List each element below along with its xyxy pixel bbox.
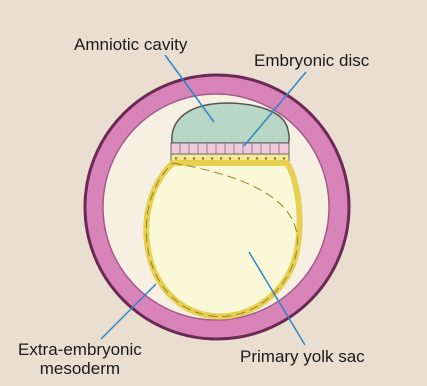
label-mesoderm-line1: Extra-embryonic bbox=[18, 340, 142, 359]
label-extra-embryonic-mesoderm: Extra-embryonic mesoderm bbox=[18, 340, 142, 378]
label-mesoderm-line2: mesoderm bbox=[18, 359, 142, 378]
primary-yolk-sac bbox=[146, 163, 299, 317]
label-primary-yolk-sac: Primary yolk sac bbox=[240, 347, 365, 367]
label-embryonic-disc: Embryonic disc bbox=[254, 51, 369, 71]
label-amniotic-cavity: Amniotic cavity bbox=[74, 35, 187, 55]
